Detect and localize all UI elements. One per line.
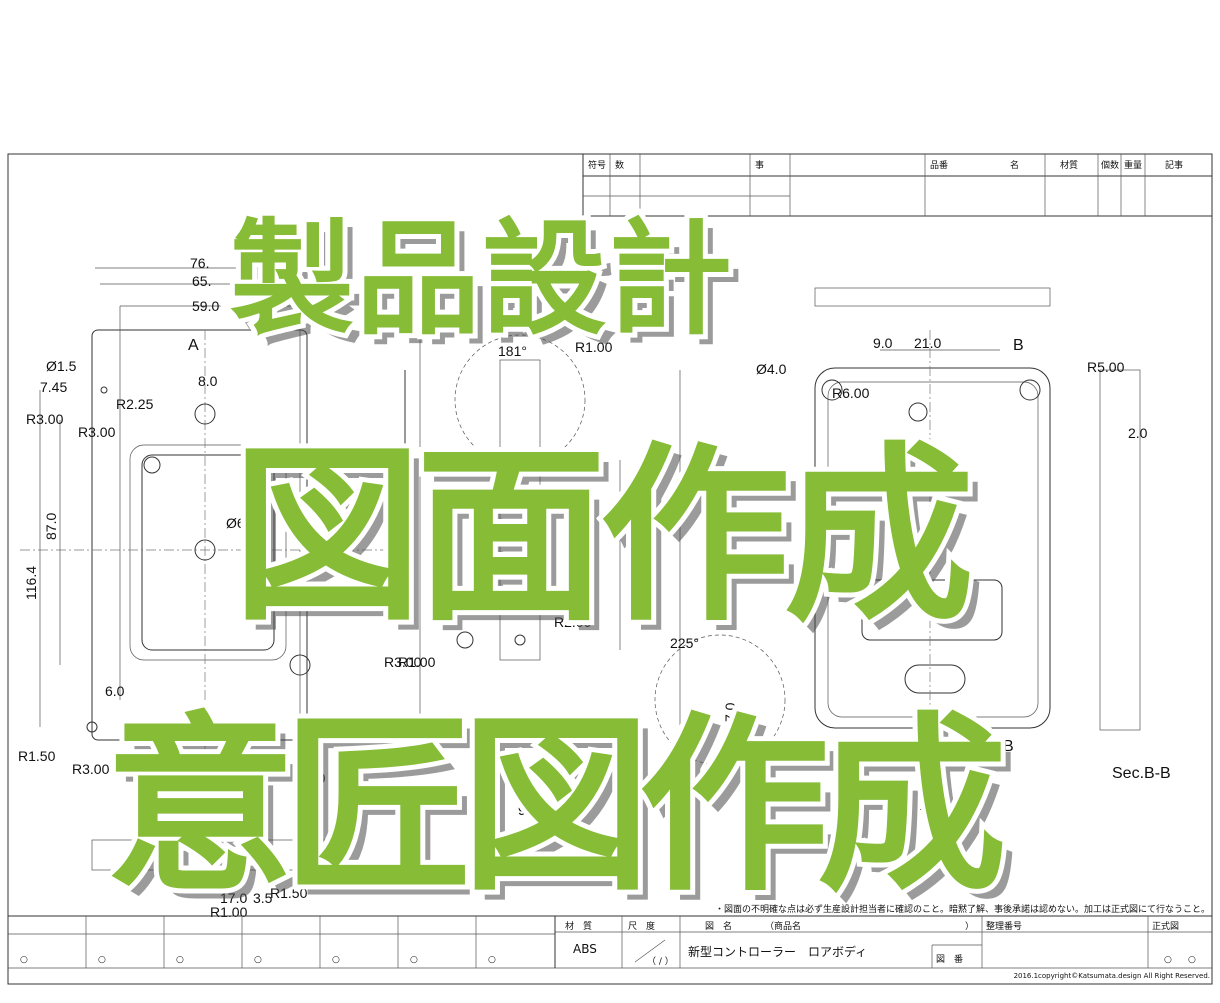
blank-cell-bullet: ○: [1188, 955, 1196, 965]
dimension-labels: 76. 65. 59.0 A Ø1.5 7.45 8.0 R2.25 R3.00…: [18, 255, 1171, 920]
dim-label: 6.0: [923, 777, 943, 793]
col-symbol: 符号: [588, 159, 606, 171]
drawing-name-label: 図 名: [705, 920, 732, 932]
headline-line2-shadow: 図面作成: [242, 436, 980, 657]
dim-label: 6.0: [105, 683, 125, 699]
dim-label: 7.0: [722, 702, 738, 722]
headline-line1: 製品設計: [230, 208, 734, 352]
product-name-label: （商品名: [765, 920, 801, 932]
dim-label: 3.5: [253, 890, 273, 906]
blank-cell-bullet: ○: [410, 955, 418, 965]
dim-label: R3.00: [384, 654, 422, 670]
dim-label: 9.: [518, 802, 530, 818]
material-label: 材 質: [565, 920, 592, 932]
dim-label: R3.00: [26, 411, 64, 427]
section-detail-view: [299, 319, 786, 800]
dim-label: R3.00: [78, 424, 116, 440]
blank-cell-bullet: ○: [20, 955, 28, 965]
drawing-name-value: 新型コントローラー ロアボディ: [688, 944, 867, 959]
col-count: 数: [615, 159, 624, 171]
title-block: ・図面の不明確な点は必ず生産設計担当者に確認のこと。暗黙了解、事後承諾は認めない…: [8, 903, 1212, 980]
headline-line3: 意匠図作成: [105, 696, 1003, 917]
dim-label: B: [1003, 738, 1014, 755]
headline-line2: 図面作成: [232, 426, 970, 647]
official-value: ○: [1164, 955, 1172, 965]
material-value: ABS: [573, 942, 597, 956]
side-view-outline: [814, 287, 1141, 750]
dim-label: 8.0: [198, 373, 218, 389]
col-note: 記事: [1165, 159, 1183, 171]
blank-cell-bullet: ○: [98, 955, 106, 965]
blank-cell-bullet: ○: [254, 955, 262, 965]
dim-label: 76.: [190, 255, 209, 271]
copyright-text: 2016.1copyright©Katsumata.design All Rig…: [1014, 972, 1210, 980]
dim-label: 10.0: [919, 797, 946, 813]
control-no-label: 整理番号: [986, 920, 1022, 932]
dim-label: 65.: [192, 273, 211, 289]
dim-label: Ø1.5: [46, 358, 77, 374]
dim-label: 17.0: [220, 890, 247, 906]
official-label: 正式図: [1152, 920, 1179, 932]
col-material: 材質: [1060, 159, 1078, 171]
blank-cell-bullet: ○: [176, 955, 184, 965]
col-name: 名: [1010, 159, 1019, 171]
dim-label: S: [522, 825, 533, 842]
dim-label: A: [188, 337, 199, 354]
dim-label: R2.00: [554, 614, 592, 630]
dim-label: Ø6: [226, 515, 245, 531]
headline: 製品設計 製品設計 図面作成 図面作成 意匠図作成 意匠図作成: [100, 203, 1025, 927]
drawing-no-label: 図 番: [936, 953, 963, 965]
dim-label: 9.0: [873, 335, 893, 351]
dim-label: B: [1013, 337, 1024, 354]
dim-label: 2.0: [1128, 425, 1148, 441]
dim-label: R1.00: [575, 339, 613, 355]
dim-label: 7.45: [40, 379, 67, 395]
dim-label: R1.00: [398, 654, 436, 670]
dim-label: 116.4: [23, 566, 39, 600]
dim-label: Ø4.0: [756, 361, 787, 377]
product-name-close: ）: [965, 921, 974, 932]
headline-line1-shadow: 製品設計: [240, 218, 744, 362]
dim-label: 21.0: [914, 335, 941, 351]
scale-value: （ / ）: [647, 956, 674, 967]
dim-label: 6.0: [514, 778, 534, 794]
dim-label: 87.0: [43, 513, 59, 540]
dim-label: 181°: [498, 343, 527, 359]
blank-cell-bullet: ○: [488, 955, 496, 965]
dim-label: R2.25: [116, 396, 154, 412]
dim-label: R5.00: [1087, 359, 1125, 375]
front-view-outline: [20, 267, 400, 871]
parts-list-table: 符号 数 事 品番 名 材質 個数 重量 記事: [582, 153, 1213, 217]
dim-label: R1.50: [270, 885, 308, 901]
blank-cell-bullet: ○: [332, 955, 340, 965]
col-part-no: 品番: [930, 159, 948, 171]
col-weight: 重量: [1124, 159, 1142, 171]
dim-label: Sec.B-B: [1112, 765, 1171, 782]
dim-label: R3.00: [72, 761, 110, 777]
dim-label: 7.0: [306, 770, 326, 786]
dim-label: 225°: [670, 635, 699, 651]
dim-label: R1.50: [18, 748, 56, 764]
drawing-notice: ・図面の不明確な点は必ず生産設計担当者に確認のこと。暗黙了解、事後承諾は認めない…: [715, 903, 1210, 915]
dim-label: R6.00: [832, 385, 870, 401]
col-qty: 個数: [1101, 159, 1119, 171]
headline-line3-shadow: 意匠図作成: [115, 706, 1013, 927]
col-matter: 事: [755, 159, 764, 171]
dim-label: 59.0: [192, 298, 219, 314]
scale-label: 尺 度: [628, 920, 655, 932]
